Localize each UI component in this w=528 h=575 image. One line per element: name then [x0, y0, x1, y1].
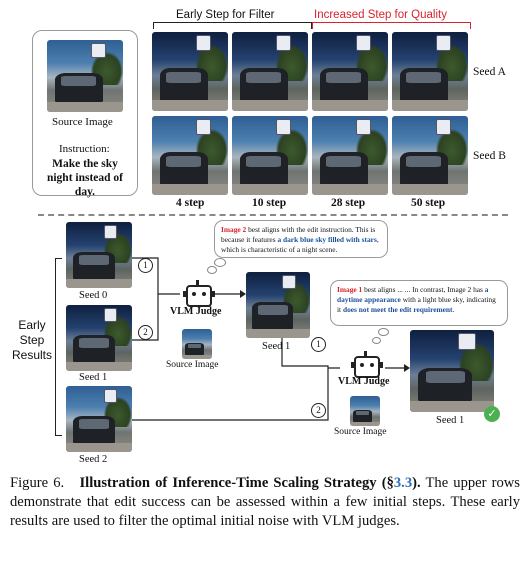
seed-2-label: Seed 2 — [79, 454, 108, 465]
line-seed2-judge2 — [132, 368, 329, 421]
judge-explanation-bubble-1: Image 2 best aligns with the edit instru… — [214, 220, 388, 258]
vlm-judge-label-2: VLM Judge — [338, 376, 390, 387]
judge-source-image-2 — [350, 396, 380, 426]
caption-body: The upper rows demonstrate that edit suc… — [10, 475, 520, 529]
seed-a-50-step — [392, 32, 468, 111]
step-label-10: 10 step — [252, 197, 287, 209]
step-label-28: 28 step — [331, 197, 366, 209]
seed-b-28-step — [312, 116, 388, 195]
line-mid-judge2 — [281, 326, 340, 369]
increased-step-header: Increased Step for Quality — [314, 9, 447, 21]
instruction-text: Make the sky night instead of day. — [46, 158, 124, 198]
source-card — [32, 30, 138, 196]
judge-source-label: Source Image — [166, 360, 219, 370]
section-ref: (§3.3). — [381, 475, 421, 491]
early-results-label: Early Step Results — [11, 318, 52, 362]
seed-a-10-step — [232, 32, 308, 111]
early-bracket — [153, 22, 312, 29]
results-brace — [55, 258, 62, 436]
seed-a-28-step — [312, 32, 388, 111]
early-step-header: Early Step for Filter — [176, 9, 275, 21]
seed-b-50-step — [392, 116, 468, 195]
seed-a-4-step — [152, 32, 228, 111]
final-seed-1-image — [410, 330, 494, 412]
seed-2-image — [66, 386, 132, 452]
seed-b-4-step — [152, 116, 228, 195]
section-ref-link[interactable]: 3.3 — [393, 475, 413, 491]
seed-1-selected-image — [246, 272, 310, 338]
judge-source-image — [182, 329, 212, 359]
thought-dot — [372, 337, 381, 344]
final-seed-1-label: Seed 1 — [436, 415, 465, 426]
figure-caption: Figure 6. Illustration of Inference-Time… — [10, 474, 520, 531]
seed-a-label: Seed A — [473, 66, 506, 78]
number-1-badge-b: 1 — [311, 337, 326, 352]
source-image — [47, 40, 123, 112]
thought-dot — [207, 266, 217, 274]
seed-1-selected-label: Seed 1 — [262, 341, 291, 352]
increased-bracket — [312, 22, 471, 29]
figure-number: Figure 6. — [10, 475, 65, 491]
vlm-judge-label: VLM Judge — [170, 306, 222, 317]
section-divider — [38, 214, 508, 216]
seed-b-label: Seed B — [473, 150, 506, 162]
robot-icon — [183, 280, 215, 307]
thought-dot — [214, 258, 226, 267]
judge-source-label-2: Source Image — [334, 427, 387, 437]
arrowhead-2 — [404, 364, 410, 372]
check-icon: ✓ — [484, 406, 500, 422]
judge-explanation-bubble-2: Image 1 best aligns ... ... In contrast,… — [330, 280, 508, 326]
seed-0-image — [66, 222, 132, 288]
number-2-badge-b: 2 — [311, 403, 326, 418]
seed-1-label: Seed 1 — [79, 372, 108, 383]
step-label-50: 50 step — [411, 197, 446, 209]
number-1-badge: 1 — [138, 258, 153, 273]
seed-b-10-step — [232, 116, 308, 195]
arrowhead-1 — [240, 290, 246, 298]
figure-title: Illustration of Inference-Time Scaling S… — [79, 475, 377, 491]
seed-1-image — [66, 305, 132, 371]
step-label-4: 4 step — [176, 197, 205, 209]
line-seed1-judge1 — [132, 294, 159, 341]
instruction-label: Instruction: — [59, 143, 110, 155]
source-image-label: Source Image — [52, 116, 113, 128]
thought-dot — [378, 328, 389, 336]
seed-0-label: Seed 0 — [79, 290, 108, 301]
robot-icon-2 — [351, 351, 383, 378]
number-2-badge: 2 — [138, 325, 153, 340]
